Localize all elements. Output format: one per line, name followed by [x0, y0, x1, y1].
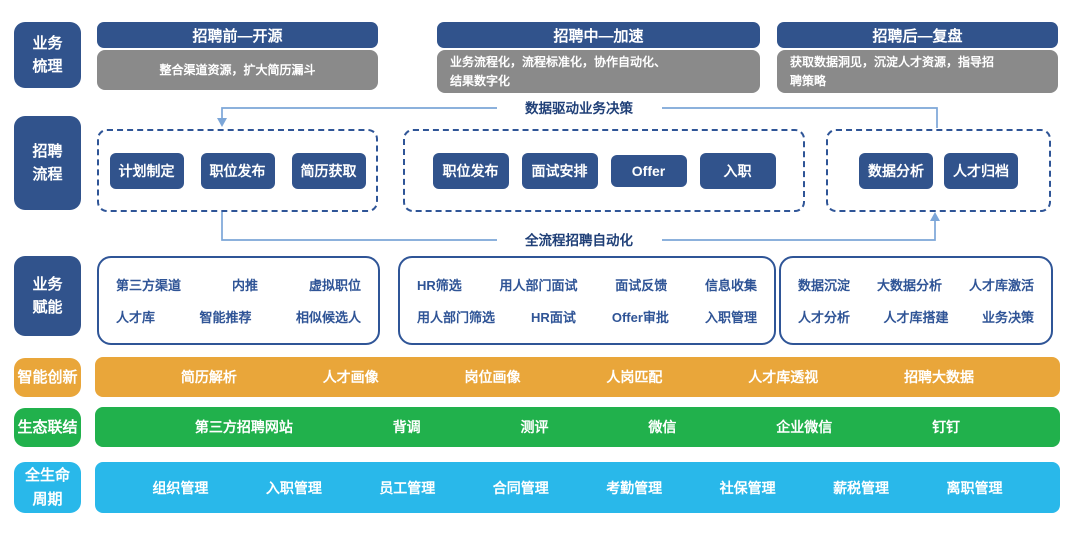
top-arrow-label: 数据驱动业务决策 [525, 100, 633, 116]
enablement-box-pre: 第三方渠道 内推 虚拟职位 人才库 智能推荐 相似候选人 [97, 256, 380, 345]
enablement-row: 用人部门筛选 HR面试 Offer审批 入职管理 [417, 307, 757, 326]
flow-step-resume-get: 简历获取 [291, 152, 366, 189]
rail-label-recruiting-process: 招聘 流程 [14, 116, 81, 210]
bar-item: 离职管理 [946, 479, 1003, 496]
bottom-arrow-label: 全流程招聘自动化 [524, 232, 633, 248]
bar-item: 人才画像 [322, 369, 379, 385]
rail-label-business-enablement: 业务 赋能 [14, 256, 81, 336]
phase-post-subtitle: 获取数据洞见，沉淀人才资源，指导招 聘策略 [777, 50, 1058, 94]
bottom-arrow-line-left [221, 212, 497, 241]
enablement-item: 内推 [231, 278, 258, 293]
enablement-item: 数据沉淀 [798, 278, 851, 293]
bar-item: 考勤管理 [606, 479, 663, 496]
top-arrow-line-right [662, 107, 938, 128]
bar-item: 招聘大数据 [904, 369, 975, 385]
enablement-item: 人才库 [116, 310, 156, 325]
phase-post-recruiting: 招聘后—复盘 获取数据洞见，沉淀人才资源，指导招 聘策略 [777, 22, 1058, 94]
bar-item: 微信 [648, 419, 677, 435]
enablement-item: HR筛选 [417, 278, 462, 293]
flow-step-plan: 计划制定 [109, 152, 184, 189]
enablement-row: 第三方渠道 内推 虚拟职位 [116, 275, 361, 294]
up-arrowhead-icon [930, 212, 940, 221]
enablement-item: 大数据分析 [876, 278, 942, 293]
phase-pre-title: 招聘前—开源 [97, 22, 378, 48]
bar-item: 社保管理 [719, 479, 776, 496]
enablement-item: 虚拟职位 [308, 278, 361, 293]
enablement-item: 入职管理 [704, 310, 757, 325]
enablement-item: 第三方渠道 [116, 278, 182, 293]
bar-item: 简历解析 [180, 369, 237, 385]
phase-mid-title: 招聘中—加速 [437, 22, 760, 48]
bar-item: 入职管理 [265, 479, 322, 496]
enablement-item: 信息收集 [704, 278, 757, 293]
flow-step-talent-archive: 人才归档 [944, 152, 1018, 189]
bar-item: 背调 [392, 419, 421, 435]
phase-mid-recruiting: 招聘中—加速 业务流程化，流程标准化，协作自动化、 结果数字化 [437, 22, 760, 94]
enablement-box-post: 数据沉淀 大数据分析 人才库激活 人才分析 人才库搭建 业务决策 [779, 256, 1053, 345]
phase-pre-recruiting: 招聘前—开源 整合渠道资源，扩大简历漏斗 [97, 22, 378, 90]
bar-item: 薪税管理 [833, 479, 890, 496]
enablement-item: 人才分析 [798, 310, 851, 325]
flow-step-onboard: 入职 [699, 152, 776, 189]
enablement-item: 智能推荐 [199, 310, 252, 325]
bar-intelligent-innovation: 简历解析 人才画像 岗位画像 人岗匹配 人才库透视 招聘大数据 [95, 357, 1060, 397]
flow-stage-post: 数据分析 人才归档 [826, 129, 1051, 212]
enablement-item: 人才库激活 [968, 278, 1034, 293]
enablement-item: 业务决策 [981, 310, 1034, 325]
down-arrowhead-icon [217, 118, 227, 127]
enablement-box-mid: HR筛选 用人部门面试 面试反馈 信息收集 用人部门筛选 HR面试 Offer审… [398, 256, 776, 345]
bar-item: 测评 [520, 419, 549, 435]
enablement-row: 人才库 智能推荐 相似候选人 [116, 307, 361, 326]
enablement-row: 人才分析 人才库搭建 业务决策 [798, 307, 1034, 326]
flow-step-offer: Offer [610, 154, 687, 187]
phase-mid-subtitle: 业务流程化，流程标准化，协作自动化、 结果数字化 [437, 50, 760, 94]
rail-label-ecosystem-connection: 生态联结 [14, 408, 81, 447]
rail-label-business-mapping: 业务 梳理 [14, 22, 81, 88]
flow-stage-mid: 职位发布 面试安排 Offer 入职 [403, 129, 805, 212]
bar-item: 企业微信 [776, 419, 833, 435]
bar-item: 合同管理 [492, 479, 549, 496]
bar-item: 人岗匹配 [606, 369, 663, 385]
bar-item: 第三方招聘网站 [194, 419, 293, 435]
bottom-arrow-line-right [662, 216, 936, 241]
bar-ecosystem-connection: 第三方招聘网站 背调 测评 微信 企业微信 钉钉 [95, 407, 1060, 447]
enablement-row: 数据沉淀 大数据分析 人才库激活 [798, 275, 1034, 294]
phase-post-title: 招聘后—复盘 [777, 22, 1058, 48]
flow-step-interview: 面试安排 [521, 152, 598, 189]
rail-label-intelligent-innovation: 智能创新 [14, 358, 81, 397]
enablement-item: 用人部门面试 [499, 278, 578, 293]
phase-pre-subtitle: 整合渠道资源，扩大简历漏斗 [97, 50, 378, 90]
bar-item: 人才库透视 [748, 369, 819, 385]
bar-item: 员工管理 [379, 479, 436, 496]
enablement-item: Offer审批 [611, 310, 669, 325]
bar-full-lifecycle: 组织管理 入职管理 员工管理 合同管理 考勤管理 社保管理 薪税管理 离职管理 [95, 462, 1060, 513]
enablement-item: HR面试 [531, 310, 576, 325]
bar-item: 岗位画像 [464, 369, 521, 385]
enablement-item: 人才库搭建 [883, 310, 949, 325]
flow-step-job-post-2: 职位发布 [432, 152, 509, 189]
flow-stage-pre: 计划制定 职位发布 简历获取 [97, 129, 378, 212]
enablement-item: 面试反馈 [615, 278, 668, 293]
bar-item: 组织管理 [152, 479, 209, 496]
flow-step-data-analysis: 数据分析 [859, 152, 933, 189]
enablement-row: HR筛选 用人部门面试 面试反馈 信息收集 [417, 275, 757, 294]
enablement-item: 用人部门筛选 [417, 310, 496, 325]
enablement-item: 相似候选人 [295, 310, 361, 325]
rail-label-full-lifecycle: 全生命 周期 [14, 462, 81, 513]
bar-item: 钉钉 [932, 419, 961, 435]
top-arrow-line-left [221, 107, 497, 124]
flow-step-job-post: 职位发布 [200, 152, 275, 189]
